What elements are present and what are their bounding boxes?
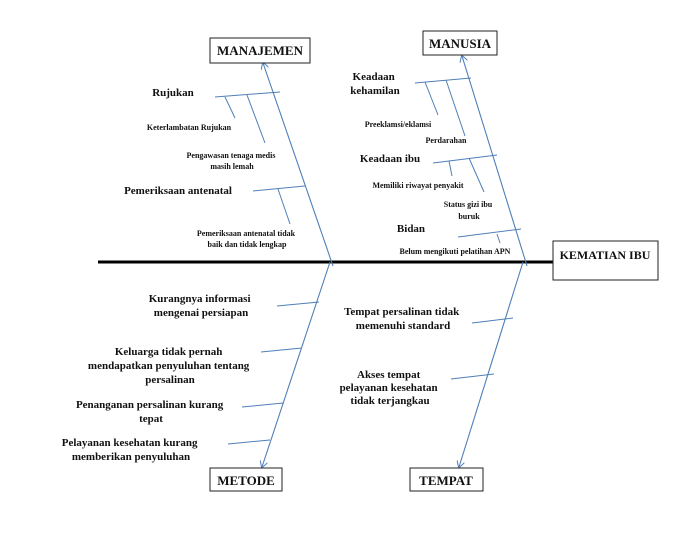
sub-riwayat-penyakit: Memiliki riwayat penyakit (372, 181, 463, 190)
ribs-metode (227, 301, 320, 445)
cause-keadaan-ibu: Keadaan ibu (360, 153, 420, 165)
cause-penanganan-persalinan: Penanganan persalinan kurang tepat (76, 399, 226, 425)
sub-pelatihan-apn: Belum mengikuti pelatihan APN (400, 247, 511, 256)
cause-pemeriksaan-antenatal: Pemeriksaan antenatal (124, 185, 232, 197)
cause-kurangnya-informasi: Kurangnya informasi mengenai persiapan (149, 293, 254, 319)
ribs-manusia (414, 77, 522, 244)
bone-tempat (459, 261, 524, 467)
category-box-manusia: MANUSIA (422, 30, 498, 56)
ribs-tempat (450, 317, 514, 380)
cause-keadaan-kehamilan: Keadaan kehamilan (350, 71, 400, 97)
sub-pemeriksaan-antenatal: Pemeriksaan antenatal tidak baik dan tid… (197, 229, 297, 249)
cause-tempat-persalinan: Tempat persalinan tidak memenuhi standar… (344, 306, 462, 332)
cause-rujukan: Rujukan (152, 87, 194, 99)
cause-bidan: Bidan (397, 223, 425, 235)
sub-status-gizi: Status gizi ibu buruk (444, 200, 494, 221)
cause-akses-tempat: Akses tempat pelayanan kesehatan tidak t… (340, 369, 441, 407)
svg-text:MANUSIA: MANUSIA (429, 36, 492, 51)
bone-manajemen (263, 63, 334, 267)
sub-keterlambatan-rujukan: Keterlambatan Rujukan (147, 123, 232, 132)
category-box-tempat: TEMPAT (409, 467, 484, 492)
sub-perdarahan: Perdarahan (426, 136, 467, 145)
bone-metode (262, 261, 331, 467)
category-box-manajemen: MANAJEMEN (209, 37, 311, 64)
category-box-metode: METODE (209, 467, 283, 492)
svg-text:TEMPAT: TEMPAT (419, 473, 473, 488)
sub-preeklamsi: Preeklamsi/eklamsi (365, 120, 432, 129)
effect-box: KEMATIAN IBU (552, 240, 659, 281)
svg-text:KEMATIAN IBU: KEMATIAN IBU (560, 248, 651, 262)
sub-pengawasan: Pengawasan tenaga medis masih lemah (187, 151, 278, 171)
cause-keluarga-penyuluhan: Keluarga tidak pernah mendapatkan penyul… (88, 346, 252, 386)
svg-text:MANAJEMEN: MANAJEMEN (217, 43, 304, 58)
svg-text:METODE: METODE (217, 473, 275, 488)
ribs-manajemen (214, 91, 306, 225)
cause-pelayanan-kesehatan: Pelayanan kesehatan kurang memberikan pe… (62, 437, 200, 463)
bone-manusia (462, 56, 528, 267)
